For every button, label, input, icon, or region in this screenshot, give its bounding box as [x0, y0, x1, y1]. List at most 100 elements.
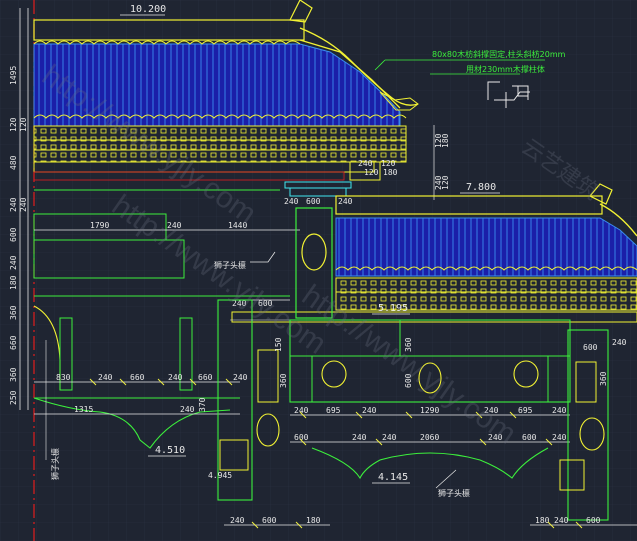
dim-600-2: 240 — [352, 433, 367, 442]
vdim-480: 480 — [9, 155, 18, 170]
vdim-180-r: 180 — [441, 133, 450, 148]
dim-600-6: 600 — [522, 433, 537, 442]
dim-600-c: 600 — [404, 373, 413, 388]
dimension-ticks — [89, 378, 583, 529]
bracket-annotation: 80x80木枋斜撑固定,柱头斜枋20mm 用材230mm木撑柱体 — [374, 49, 566, 108]
dim-mid-6: 695 — [518, 406, 533, 415]
dim-600-right: 600 — [583, 343, 598, 352]
elev-center-arch: 4.145 — [378, 472, 408, 483]
post-oval — [301, 233, 327, 271]
lower-cornice — [335, 277, 637, 311]
lion-head-label-3: 狮子头檩 — [438, 488, 470, 498]
dim-mid-4: 1290 — [420, 406, 439, 415]
dim-600-cap: 600 — [306, 197, 321, 206]
right-pier: 600 240 360 — [559, 329, 627, 521]
center-oval-2 — [418, 362, 442, 394]
dim-240b-cap: 240 — [338, 197, 353, 206]
vdim-360b: 360 — [9, 367, 18, 382]
upper-cornice — [33, 125, 407, 163]
dim-240-beam: 240 — [232, 299, 247, 308]
dim-600-4: 2060 — [420, 433, 439, 442]
bracket-note-2: 用材230mm木撑柱体 — [466, 64, 545, 74]
lower-ridge-ornament — [589, 183, 613, 205]
vdim-250: 250 — [9, 390, 18, 405]
dim-mid-3: 240 — [362, 406, 377, 415]
bdim-6: 240 — [554, 516, 569, 525]
vdim-180: 180 — [9, 275, 18, 290]
dim-240-arch: 240 — [180, 405, 195, 414]
column-capital: 240 600 240 — [284, 181, 353, 206]
left-vertical-dimensions: 1495 120 120 480 240 240 600 240 180 360… — [9, 8, 29, 410]
upper-right-dimensions: 120 180 240 120 240 120 120 180 — [358, 125, 450, 200]
dim-240-cap: 240 — [284, 197, 299, 206]
bottom-dimensions: 240 600 180 180 240 600 — [224, 516, 637, 526]
vdim-600: 600 — [9, 227, 18, 242]
lion-head-label-1: 狮子头檩 — [214, 260, 246, 270]
bdim-7: 600 — [586, 516, 601, 525]
dim-120-upper: 120 — [381, 159, 396, 168]
bdim-4: 180 — [306, 516, 321, 525]
bdim-5: 180 — [535, 516, 550, 525]
vdim-240b: 240 — [19, 197, 28, 212]
dim-240-r1: 240 — [98, 373, 113, 382]
vdim-240a: 240 — [9, 197, 18, 212]
upper-roof: 10.200 — [33, 0, 419, 181]
dim-1790: 1790 — [90, 221, 109, 230]
dim-150-c: 150 — [274, 337, 283, 352]
dim-120b-upper: 120 — [364, 168, 379, 177]
vdim-360: 360 — [9, 305, 18, 320]
lower-roof: 7.800 5.195 — [231, 182, 637, 323]
dim-mid-7: 240 — [552, 406, 567, 415]
dim-mid-2: 695 — [326, 406, 341, 415]
elev-lower-ridge: 7.800 — [466, 182, 496, 193]
center-post — [295, 207, 333, 319]
vdim-240-r: 240 — [434, 175, 443, 190]
dim-660-r2: 660 — [198, 373, 213, 382]
elev-left-arch: 4.510 — [155, 445, 185, 456]
dim-600-3: 240 — [382, 433, 397, 442]
dim-600-7: 240 — [552, 433, 567, 442]
dim-370: 370 — [198, 397, 207, 412]
dim-mid-1: 240 — [294, 406, 309, 415]
dim-1315: 1315 — [74, 405, 93, 414]
upper-eave-curve — [299, 27, 419, 106]
vdim-120-r: 120 — [434, 133, 443, 148]
dim-600-beam: 600 — [258, 299, 273, 308]
vdim-120a: 120 — [9, 117, 18, 132]
center-oval-3 — [513, 360, 539, 388]
dim-240-right: 240 — [612, 338, 627, 347]
dim-240-upper: 240 — [358, 159, 373, 168]
lower-roof-tiles — [335, 217, 637, 277]
dim-mid-5: 240 — [484, 406, 499, 415]
lion-head-label-2: 狮子头檩 — [50, 448, 60, 480]
bracket-detail — [487, 81, 530, 108]
center-section: 360 600 360 150 240 695 240 1290 240 695… — [274, 319, 571, 498]
vdim-120b-r: 120 — [441, 175, 450, 190]
tile-ends-lower — [335, 266, 637, 271]
dim-240-r2: 240 — [168, 373, 183, 382]
left-wing: 1790 240 1440 狮子头檩 240 600 — [33, 189, 300, 308]
dim-180-upper: 180 — [383, 168, 398, 177]
dim-1440: 1440 — [228, 221, 247, 230]
vdim-120b: 120 — [19, 117, 28, 132]
left-panel-2 — [33, 239, 185, 279]
bdim-2: 600 — [262, 516, 277, 525]
dim-360-right: 360 — [599, 371, 608, 386]
left-arch: 830 240 660 240 660 240 1315 240 370 4.5… — [33, 305, 248, 480]
center-arch-curve — [311, 447, 549, 480]
elev-mid-beam: 5.195 — [378, 303, 408, 314]
left-pier: 4.945 — [208, 299, 290, 501]
tile-ends-upper — [33, 114, 407, 119]
dim-360-c2: 360 — [279, 373, 288, 388]
roof-top-edge — [33, 40, 301, 45]
dim-600-1: 600 — [294, 433, 309, 442]
center-oval-1 — [321, 360, 347, 388]
vdim-240c: 240 — [9, 255, 18, 270]
dim-660-r1: 660 — [130, 373, 145, 382]
dim-240-r3: 240 — [233, 373, 248, 382]
dim-600-5: 240 — [488, 433, 503, 442]
dim-830: 830 — [56, 373, 71, 382]
dim-360-c: 360 — [404, 337, 413, 352]
elev-left-corner: 4.945 — [208, 471, 232, 480]
